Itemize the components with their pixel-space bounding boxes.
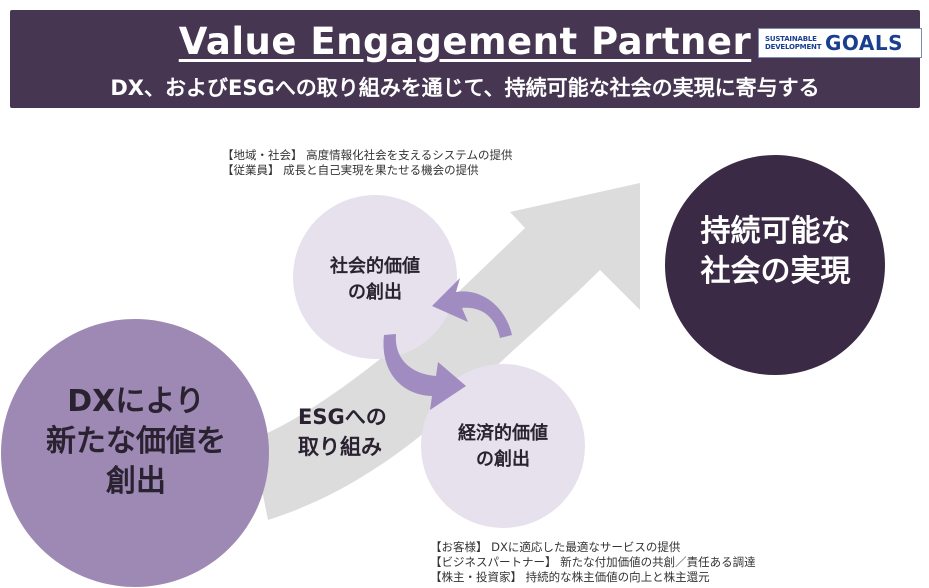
social-value-circle (293, 195, 457, 359)
dx-value-circle (1, 319, 269, 587)
economic-value-label: 経済的価値 の創出 (458, 423, 548, 470)
sdg-logo-small-text: SUSTAINABLE DEVELOPMENT (765, 35, 822, 51)
sustainable-society-label: 持続可能な 社会の実現 (700, 214, 851, 289)
sustainable-society-circle (665, 155, 885, 375)
stakeholder-notes-top: 【地域・社会】 高度情報化社会を支えるシステムの提供 【従業員】 成長と自己実現… (222, 148, 512, 178)
header-banner: Value Engagement Partner DX、およびESGへの取り組み… (10, 10, 922, 108)
page-subtitle: DX、およびESGへの取り組みを通じて、持続可能な社会の実現に寄与する (110, 76, 820, 100)
note-shareholders: 【株主・投資家】 持続的な株主価値の向上と株主還元 (430, 570, 710, 584)
sdg-logo: SUSTAINABLE DEVELOPMENT GOALS (758, 28, 922, 58)
big-growth-arrow (252, 183, 640, 520)
esg-initiative-label: ESGへの 取り組み (298, 405, 387, 459)
sdg-logo-goals: GOALS (825, 31, 904, 55)
page-title: Value Engagement Partner (178, 20, 752, 63)
note-customers: 【お客様】 DXに適応した最適なサービスの提供 (430, 540, 681, 554)
social-value-label: 社会的価値 の創出 (330, 256, 420, 303)
cycle-arrow-upper (432, 278, 512, 338)
note-business-partners: 【ビジネスパートナー】 新たな付加価値の共創／責任ある調達 (430, 555, 756, 569)
cycle-arrow-lower (383, 334, 466, 410)
note-community: 【地域・社会】 高度情報化社会を支えるシステムの提供 (222, 148, 513, 162)
economic-value-circle (421, 364, 585, 528)
note-employees: 【従業員】 成長と自己実現を果たせる機会の提供 (222, 163, 479, 177)
dx-value-label: DXにより 新たな価値を 創出 (46, 384, 226, 499)
stakeholder-notes-bottom: 【お客様】 DXに適応した最適なサービスの提供 【ビジネスパートナー】 新たな付… (430, 540, 756, 585)
